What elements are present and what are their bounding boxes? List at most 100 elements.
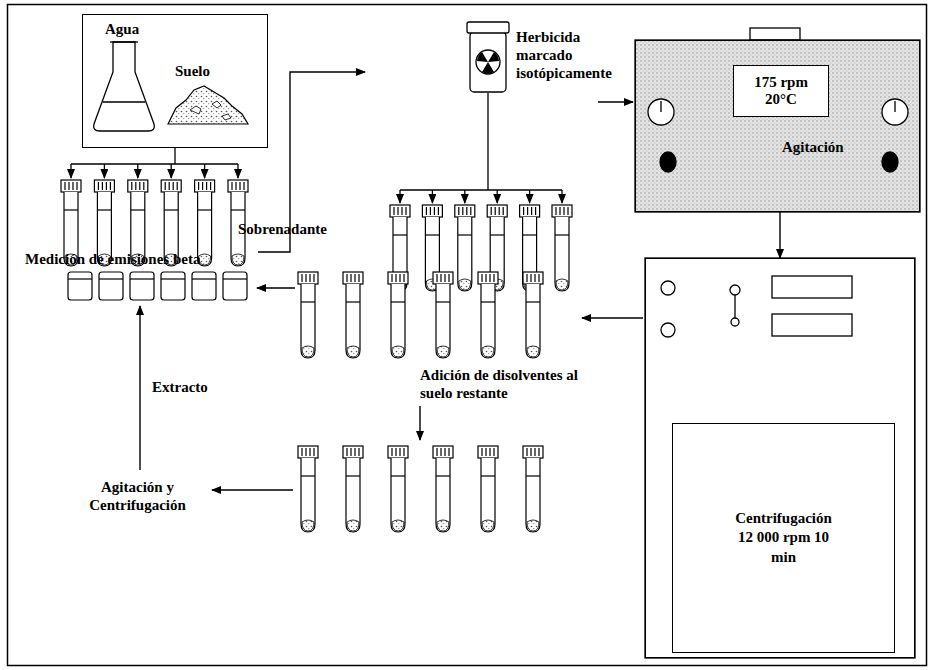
cap-ridge — [346, 274, 347, 282]
branch-arrow — [399, 190, 400, 203]
liquid-level — [523, 234, 537, 235]
tube-cap — [523, 272, 543, 284]
branch-arrow — [432, 190, 433, 203]
cap-ridge — [98, 182, 99, 190]
soil-sediment — [482, 346, 494, 357]
liquid-level — [346, 301, 360, 302]
radiolabel-vial — [467, 22, 509, 92]
soil-sediment — [556, 279, 568, 290]
vial-cap-line — [130, 278, 154, 279]
tube-body — [481, 458, 495, 532]
soil-sediment — [347, 346, 359, 357]
soil-sediment — [392, 346, 404, 357]
cap-ridge — [495, 207, 496, 215]
tube-cap — [388, 446, 408, 458]
branch-arrow — [561, 190, 562, 203]
cap-ridge — [198, 182, 199, 190]
tube-body — [436, 458, 450, 532]
cap-ridge — [559, 207, 560, 215]
tube-cap — [128, 180, 148, 192]
liquid-level — [64, 209, 78, 210]
cap-ridge — [135, 182, 136, 190]
tube-cap — [520, 205, 540, 217]
tube-cap — [478, 446, 498, 458]
vial — [99, 272, 123, 300]
cap-ridge — [440, 448, 441, 456]
vial — [161, 272, 185, 300]
cap-ridge — [313, 448, 314, 456]
cap-ridge — [491, 207, 492, 215]
cap-ridge — [405, 207, 406, 215]
liquid-level — [97, 209, 111, 210]
cap-ridge — [503, 207, 504, 215]
cap-ridge — [143, 182, 144, 190]
step-label: Extracto — [152, 378, 208, 396]
soil-sediment — [392, 520, 404, 531]
cap-ridge — [309, 274, 310, 282]
frame — [8, 5, 927, 666]
branch-arrow — [137, 164, 138, 178]
soil-sediment — [232, 254, 244, 265]
cap-ridge — [399, 448, 400, 456]
tube-cap — [552, 205, 572, 217]
reagent-label: Herbicida marcado isotópicamente — [516, 28, 616, 82]
tube-body — [555, 217, 569, 291]
tube-cap — [433, 272, 453, 284]
cap-ridge — [523, 207, 524, 215]
tube-cap — [455, 205, 475, 217]
cap-ridge — [462, 207, 463, 215]
vial — [68, 272, 92, 300]
cap-ridge — [231, 182, 232, 190]
centrifuge-machine: Centrifugación 12 000 rpm 10 min — [645, 258, 915, 658]
tube-cap — [298, 272, 318, 284]
tube-body — [481, 284, 495, 358]
cap-ridge — [76, 182, 77, 190]
cap-ridge — [358, 448, 359, 456]
cap-ridge — [131, 182, 132, 190]
cap-ridge — [350, 448, 351, 456]
cap-ridge — [313, 274, 314, 282]
cap-ridge — [444, 274, 445, 282]
cap-ridge — [493, 448, 494, 456]
cap-ridge — [354, 274, 355, 282]
cap-ridge — [489, 274, 490, 282]
tube-cap — [228, 180, 248, 192]
cap-ridge — [493, 274, 494, 282]
cap-ridge — [243, 182, 244, 190]
cap-ridge — [526, 448, 527, 456]
liquid-level — [391, 301, 405, 302]
liquid-level — [198, 209, 212, 210]
cap-ridge — [534, 274, 535, 282]
shaker-label: Agitación — [782, 139, 844, 156]
cap-ridge — [393, 207, 394, 215]
step-label: Medición de emisiones beta — [25, 250, 200, 268]
cap-ridge — [397, 207, 398, 215]
liquid-level — [391, 475, 405, 476]
tube-cap — [61, 180, 81, 192]
tube-cap — [433, 446, 453, 458]
soil-sediment — [302, 346, 314, 357]
cap-ridge — [106, 182, 107, 190]
flow-arrow — [779, 212, 780, 258]
scintillation-vials — [68, 272, 247, 300]
cap-ridge — [309, 448, 310, 456]
cap-ridge — [350, 274, 351, 282]
cap-ridge — [434, 207, 435, 215]
branch-bar — [71, 163, 238, 164]
cap-ridge — [444, 448, 445, 456]
vial-cap-line — [223, 278, 247, 279]
tube-body — [391, 458, 405, 532]
cap-ridge — [391, 448, 392, 456]
branch-arrow — [70, 164, 71, 178]
shaker-illustration — [635, 28, 920, 212]
step-label: Agitación y Centrifugación — [70, 478, 205, 514]
tube-cap — [487, 205, 507, 217]
cap-ridge — [401, 207, 402, 215]
vial — [223, 272, 247, 300]
cap-ridge — [68, 182, 69, 190]
cap-ridge — [305, 448, 306, 456]
cap-ridge — [102, 182, 103, 190]
branch-arrow — [237, 164, 238, 178]
cap-ridge — [535, 207, 536, 215]
branch-arrow — [204, 164, 205, 178]
